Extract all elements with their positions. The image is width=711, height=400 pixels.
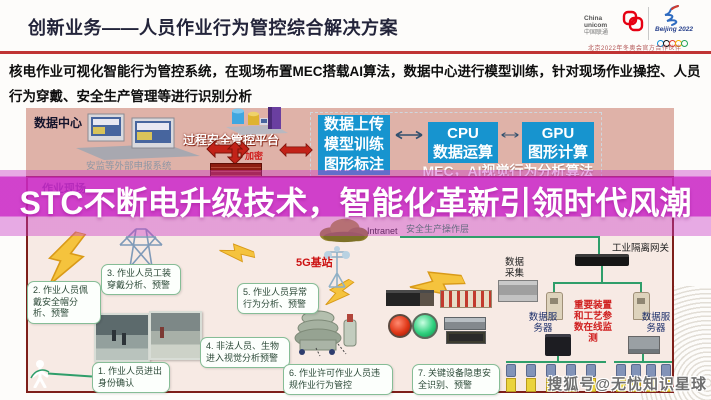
thin-double-arrow-icon	[395, 130, 423, 140]
instrument-row	[506, 364, 596, 392]
callout-4: 4. 非法人员、生物进入视觉分析预警	[200, 337, 290, 368]
cctv-photo	[149, 311, 202, 360]
cpu-line2: 数据运算	[432, 143, 493, 161]
relay-bank-icon	[440, 290, 492, 308]
gpu-line2: 图形计算	[527, 143, 588, 161]
data-server-label: 数据服务器	[641, 312, 671, 334]
encrypt-label: 加密	[245, 151, 264, 161]
red-indicator-light	[388, 314, 412, 338]
beijing2022-emblem-icon	[664, 5, 679, 26]
network-line	[598, 236, 600, 255]
meter-bar-icon	[444, 317, 486, 330]
video-title-banner	[0, 170, 711, 236]
controller-device-icon	[386, 290, 434, 306]
external-system-monitors-icon	[76, 113, 200, 160]
plc-device-icon	[628, 336, 660, 354]
telecom-mast-icon	[324, 246, 350, 288]
instrument-row	[616, 364, 671, 392]
upload-box: 数据上传 模型训练 图形标注	[318, 115, 390, 175]
callout-1: 1. 作业人员进出身份确认	[92, 362, 170, 393]
intro-paragraph: 核电作业可视化智能行为管控系统，在现场布置MEC搭载AI算法，数据中心进行模型训…	[9, 64, 701, 104]
network-line	[601, 266, 603, 283]
callout-3: 3. 作业人员工装穿戴分析、预警	[101, 264, 181, 295]
person-silhouette	[160, 327, 164, 338]
cpu-line1: CPU	[447, 124, 479, 142]
field-sensor-icon	[546, 292, 563, 320]
dcs-device-icon	[545, 334, 571, 356]
partner-note: 北京2022年冬奥会官方合作伙伴	[588, 46, 682, 52]
page-title: 创新业务——人员作业行为管控综合解决方案	[28, 18, 398, 38]
data-server-label: 数据服务器	[528, 312, 558, 334]
callout-2: 2. 作业人员佩戴安全帽分析、预警	[27, 281, 101, 324]
callout-7: 7. 关键设备隐患安全识别、预警	[412, 364, 500, 395]
logo-divider	[648, 7, 649, 40]
lightning-bolt-icon	[48, 230, 87, 286]
digital-display-icon	[446, 331, 486, 344]
process-monitor-note: 重要装置和工艺参数在线监测	[573, 300, 612, 344]
worker-figure-icon	[30, 360, 50, 388]
thin-double-arrow-icon	[501, 132, 519, 138]
watermark: 搜狐号@无忧知识星球	[547, 376, 707, 393]
beijing2022-label: Beijing 2022	[655, 26, 693, 33]
network-line	[642, 352, 644, 361]
video-title-text: STC不断电升级技术，智能化革新引领时代风潮	[19, 185, 692, 221]
isolation-gateway-icon	[575, 254, 629, 266]
callout-6: 6. 作业许可作业人员违规作业行为管控	[283, 364, 393, 395]
lightning-bolt-icon	[325, 278, 355, 306]
callout-5: 5. 作业人员异常行为分析、预警	[237, 283, 319, 314]
external-system-label: 安监等外部申报系统	[86, 161, 172, 172]
field-sensor-icon	[633, 292, 650, 320]
datacenter-title: 数据中心	[34, 116, 83, 130]
platform-servers-icon	[226, 107, 288, 135]
platform-label: 过程安全管控平台	[183, 133, 280, 147]
gpu-line1: GPU	[541, 124, 575, 142]
data-collect-device-icon	[498, 280, 538, 302]
person-silhouette	[122, 333, 126, 345]
network-line	[553, 282, 642, 284]
lightning-bolt-icon	[219, 243, 256, 263]
header-divider	[0, 51, 711, 54]
network-line	[557, 356, 559, 362]
network-line	[400, 236, 600, 238]
red-double-arrow-icon	[279, 142, 313, 158]
5g-station-label: 5G基站	[296, 257, 333, 269]
upload-line2: 模型训练	[323, 136, 384, 153]
red-vertical-arrow-icon	[227, 142, 243, 164]
green-indicator-light	[412, 313, 438, 339]
data-collect-label: 数据采集	[505, 257, 525, 279]
unicom-name-en: China unicom	[584, 15, 608, 29]
plant-equipment-icon	[294, 310, 357, 357]
person-silhouette	[112, 330, 116, 341]
olympic-rings-icon	[657, 34, 688, 52]
unicom-name-cn: 中国联通	[584, 30, 609, 36]
upload-line3: 图形标注	[323, 156, 384, 173]
upload-line1: 数据上传	[323, 116, 384, 133]
network-line	[506, 361, 606, 363]
network-line	[553, 283, 555, 293]
unicom-logo-text: China unicom 中国联通	[584, 15, 624, 37]
cpu-box: CPU 数据运算	[428, 122, 498, 163]
china-unicom-knot-icon	[622, 10, 644, 32]
network-line	[614, 361, 672, 363]
gpu-box: GPU 图形计算	[522, 122, 594, 163]
gateway-label: 工业隔离网关	[612, 243, 670, 254]
network-line	[640, 283, 642, 293]
